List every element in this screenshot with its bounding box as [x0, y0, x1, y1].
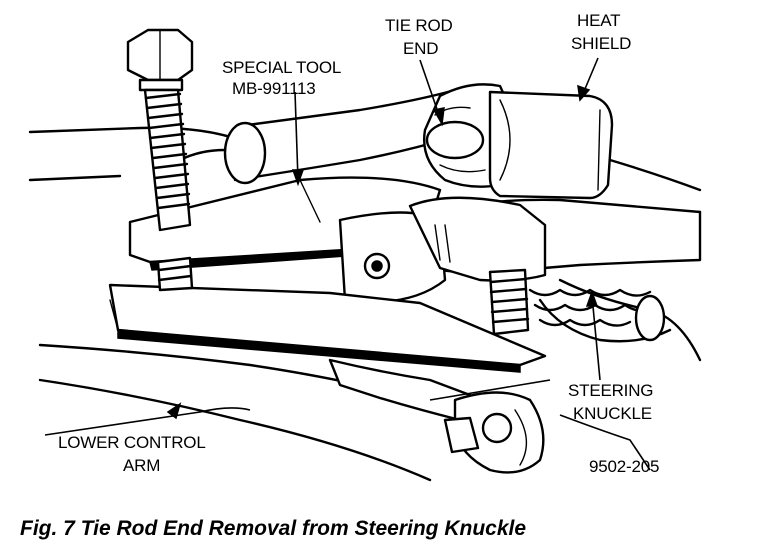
steering-knuckle-label-line2: KNUCKLE	[573, 404, 652, 423]
lower-control-arm-label-line2: ARM	[123, 456, 160, 475]
special-tool-label-line1: SPECIAL TOOL	[222, 58, 341, 77]
screw-threads	[144, 92, 191, 210]
heat-shield-label-line1: HEAT	[577, 11, 620, 30]
part-number-label: 9502-205	[589, 457, 659, 476]
figure-caption: Fig. 7 Tie Rod End Removal from Steering…	[20, 517, 526, 540]
labels: SPECIAL TOOL MB-991113 TIE ROD END HEAT …	[58, 11, 659, 476]
lower-control-arm-label-line1: LOWER CONTROL	[58, 433, 206, 452]
tie-rod-end-label-line2: END	[403, 39, 438, 58]
lower-control-arm	[38, 343, 432, 482]
ball-joint-bolt	[328, 358, 545, 474]
forcing-screw	[126, 28, 194, 292]
steering-knuckle-label-line1: STEERING	[568, 381, 653, 400]
special-tool-label-line2: MB-991113	[232, 79, 316, 98]
heat-shield-label-line2: SHIELD	[571, 34, 631, 53]
tie-rod-end-label-line1: TIE ROD	[385, 16, 453, 35]
heat-shield	[488, 90, 614, 200]
leader-lines	[44, 57, 651, 471]
ball-stud-thread	[488, 268, 530, 336]
tie-rod-body	[178, 88, 457, 185]
